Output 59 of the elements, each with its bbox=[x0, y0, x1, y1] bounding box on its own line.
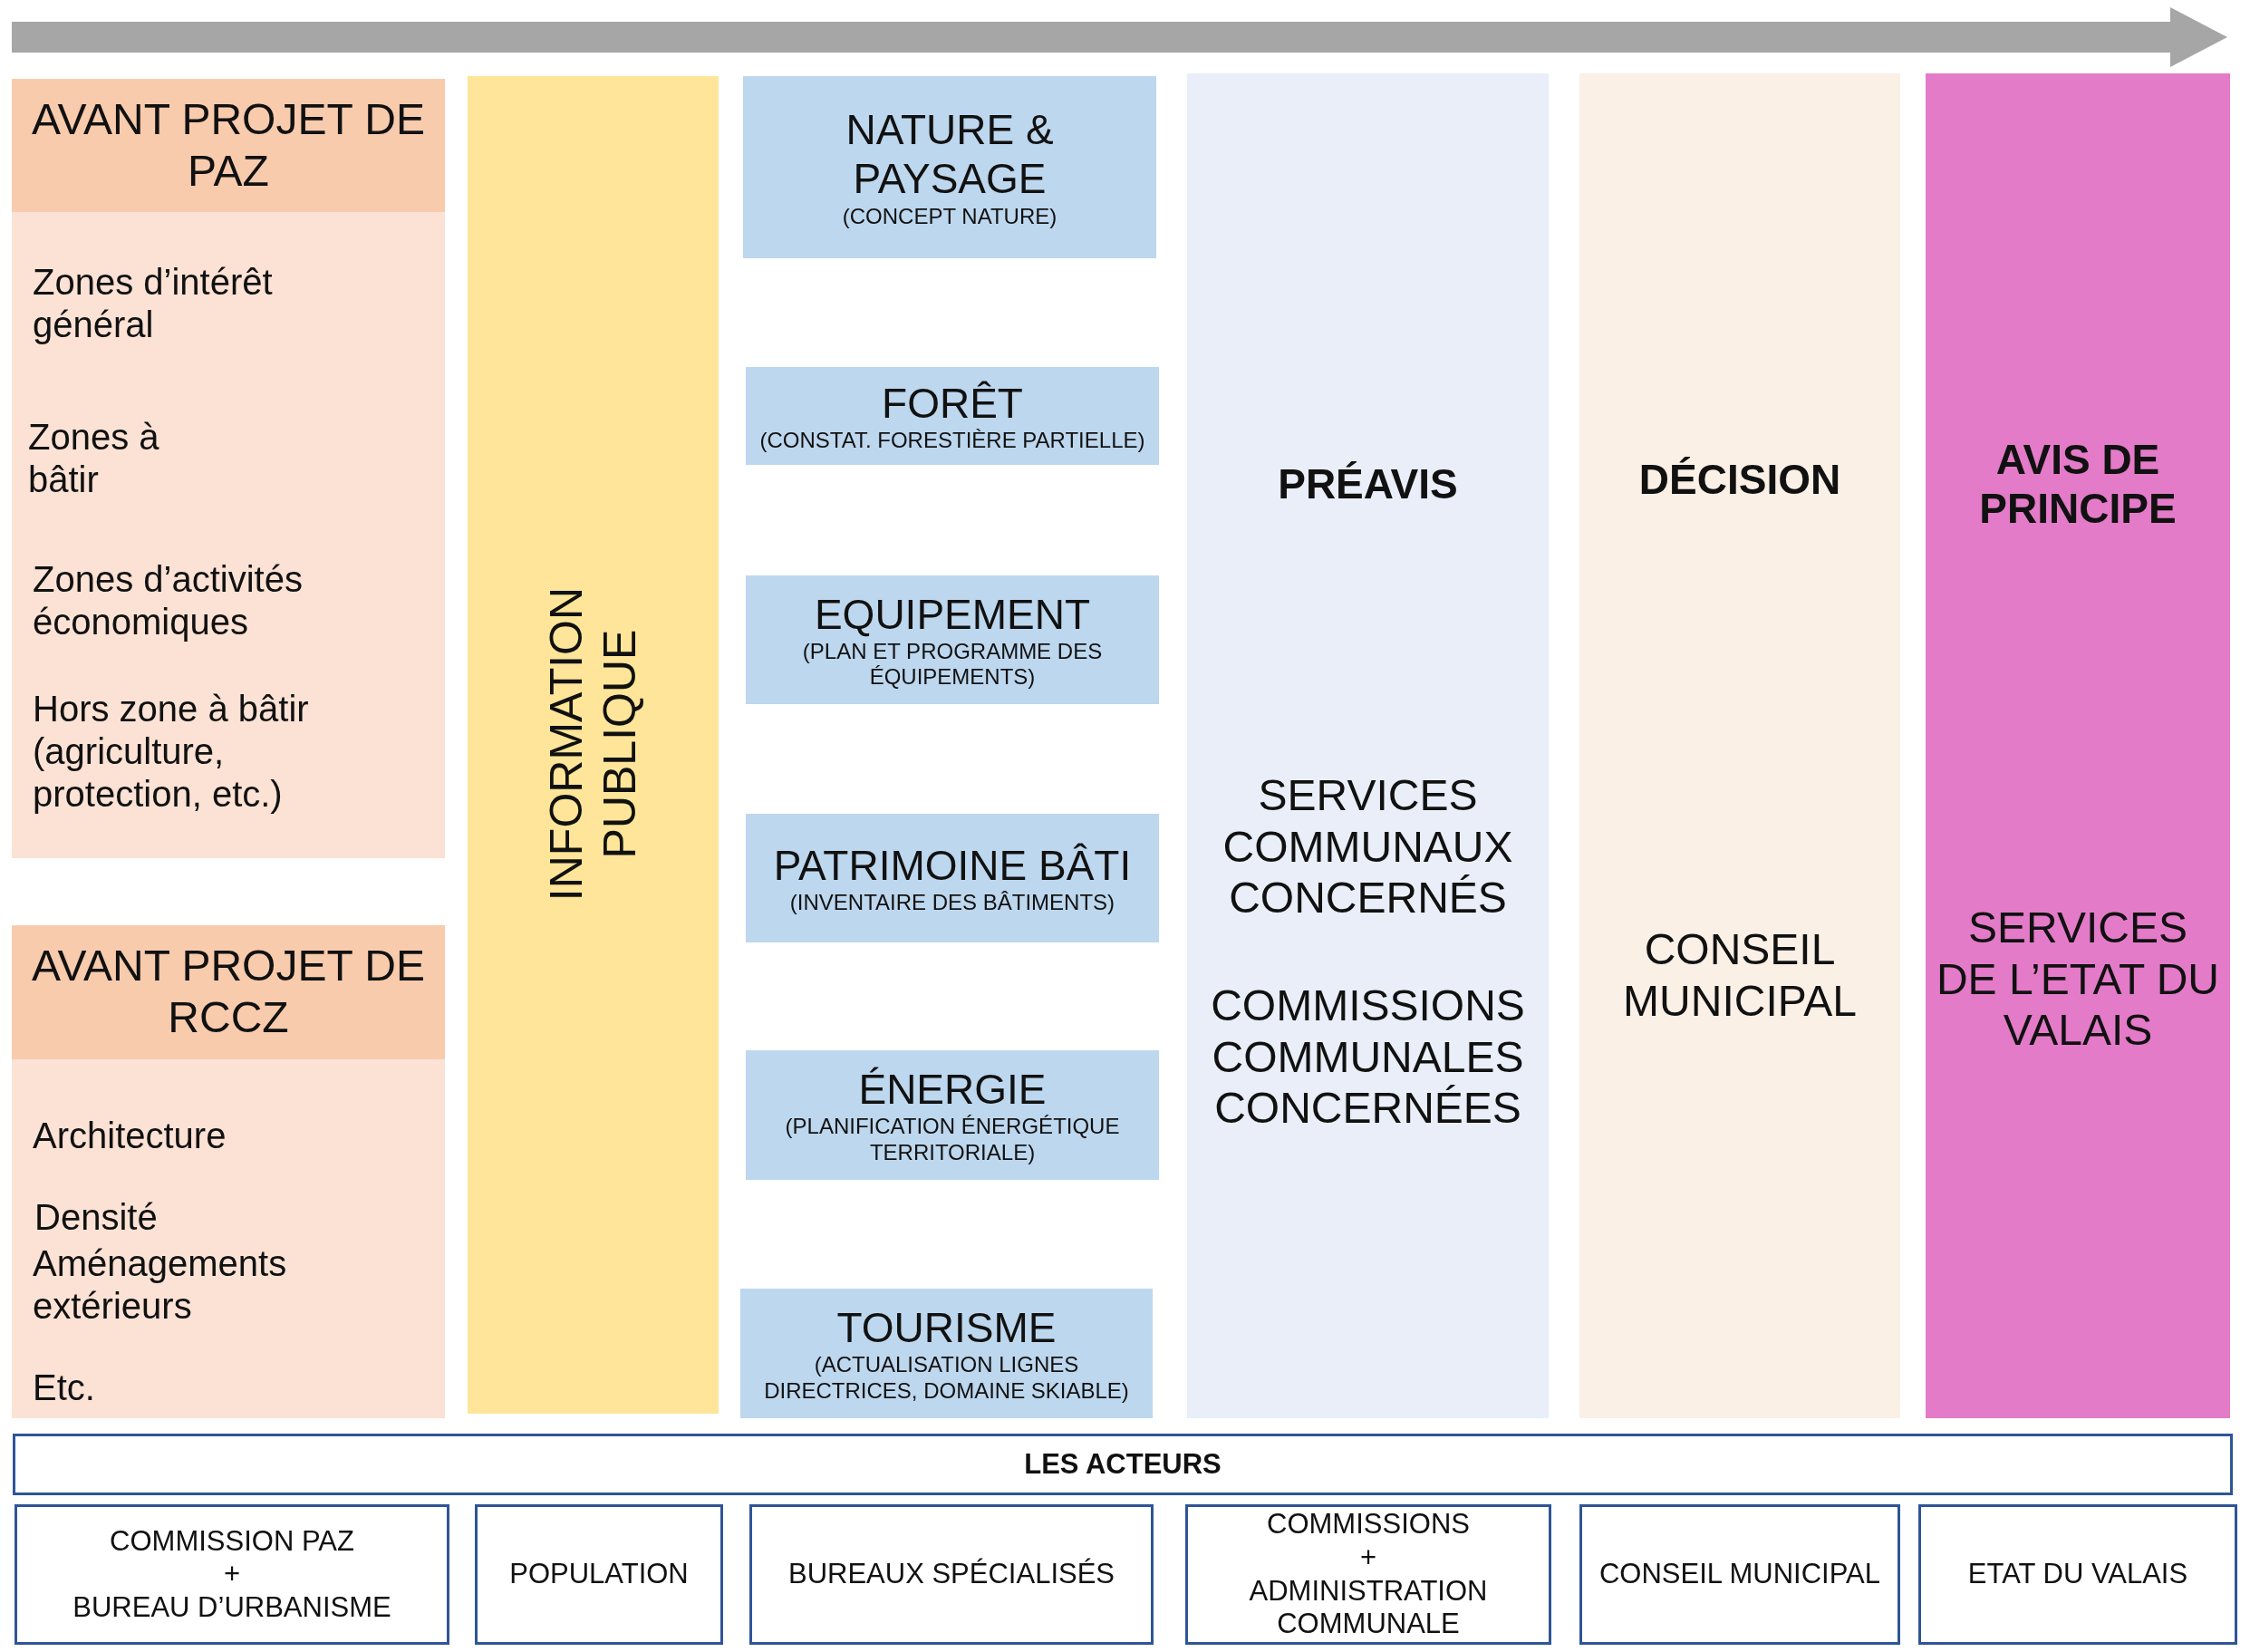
actor-box bbox=[749, 1504, 1154, 1645]
study-subtitle: (PLAN ET PROGRAMME DES ÉQUIPEMENTS) bbox=[801, 638, 1104, 691]
study-box bbox=[746, 1050, 1159, 1180]
actor-box bbox=[1579, 1504, 1900, 1645]
study-box bbox=[746, 367, 1159, 465]
column-title: AVIS DE PRINCIPE bbox=[1978, 435, 2178, 534]
actor-box bbox=[1185, 1504, 1551, 1645]
phase-column bbox=[468, 76, 719, 1414]
actor-name: BUREAU D’URBANISME bbox=[72, 1590, 392, 1625]
study-title: ÉNERGIE bbox=[857, 1065, 1048, 1115]
column-title: PRÉAVIS bbox=[1277, 459, 1459, 509]
study-subtitle: (CONSTAT. FORESTIÈRE PARTIELLE) bbox=[758, 427, 1146, 454]
actor-text: SERVICES DE L’ETAT DU VALAIS bbox=[1935, 903, 2221, 1057]
study-subtitle: (PLANIFICATION ÉNERGÉTIQUE TERRITORIALE) bbox=[784, 1114, 1121, 1165]
study-box bbox=[740, 1289, 1153, 1418]
study-subtitle: (INVENTAIRE DES BÂTIMENTS) bbox=[788, 889, 1116, 916]
actor-name: ETAT DU VALAIS bbox=[1966, 1558, 2189, 1591]
actor-text: SERVICES COMMUNAUX CONCERNÉS bbox=[1222, 770, 1514, 924]
actor-name: ADMINISTRATION COMMUNALE bbox=[1248, 1574, 1489, 1641]
plus-sign: + bbox=[222, 1558, 242, 1591]
category-panel bbox=[12, 79, 445, 858]
actor-name: COMMISSION PAZ bbox=[109, 1524, 355, 1559]
study-title: TOURISME bbox=[835, 1303, 1057, 1353]
section-title: LES ACTEURS bbox=[1023, 1447, 1222, 1482]
study-box bbox=[743, 76, 1156, 258]
study-title: EQUIPEMENT bbox=[813, 589, 1092, 639]
actor-name: BUREAUX SPÉCIALISÉS bbox=[787, 1558, 1116, 1591]
phase-column bbox=[1579, 73, 1900, 1418]
section-header: AVANT PROJET DE PAZ bbox=[12, 79, 445, 212]
study-title: FORÊT bbox=[881, 378, 1024, 428]
list-item: Architecture bbox=[33, 1115, 227, 1157]
actor-name: POPULATION bbox=[508, 1558, 690, 1591]
study-subtitle: (CONCEPT NATURE) bbox=[841, 203, 1058, 229]
vertical-label: INFORMATION PUBLIQUE bbox=[539, 585, 646, 903]
actor-text: COMMISSIONS COMMUNALES CONCERNÉES bbox=[1210, 981, 1526, 1135]
list-item: Zones d’intérêt général bbox=[33, 261, 274, 347]
study-subtitle: (ACTUALISATION LIGNES DIRECTRICES, DOMAINE SKIABLE) bbox=[763, 1352, 1130, 1404]
actor-box bbox=[1918, 1504, 2237, 1645]
list-item: Densité bbox=[34, 1196, 159, 1239]
study-title: NATURE & PAYSAGE bbox=[845, 105, 1055, 204]
list-item: Hors zone à bâtir (agriculture, protection, etc.) bbox=[33, 688, 310, 816]
study-title: PATRIMOINE BÂTI bbox=[772, 840, 1133, 890]
phase-column bbox=[1926, 73, 2230, 1418]
category-panel bbox=[12, 925, 445, 1418]
column-title: DÉCISION bbox=[1637, 455, 1842, 505]
actor-box bbox=[14, 1504, 449, 1645]
plus-sign: + bbox=[1358, 1541, 1378, 1575]
list-item: Zones d’activités économiques bbox=[33, 558, 304, 644]
section-header: AVANT PROJET DE RCCZ bbox=[12, 925, 445, 1059]
actor-name: COMMISSIONS bbox=[1266, 1508, 1471, 1541]
study-box bbox=[746, 575, 1159, 704]
actor-box bbox=[475, 1504, 723, 1645]
list-item: Aménagements extérieurs bbox=[33, 1242, 288, 1328]
list-item: Etc. bbox=[33, 1367, 96, 1409]
actor-name: CONSEIL MUNICIPAL bbox=[1598, 1558, 1882, 1591]
section-header bbox=[13, 1434, 2233, 1495]
study-box bbox=[746, 814, 1159, 942]
list-item: Zones à bâtir bbox=[28, 416, 160, 502]
actor-text: CONSEIL MUNICIPAL bbox=[1622, 924, 1858, 1027]
